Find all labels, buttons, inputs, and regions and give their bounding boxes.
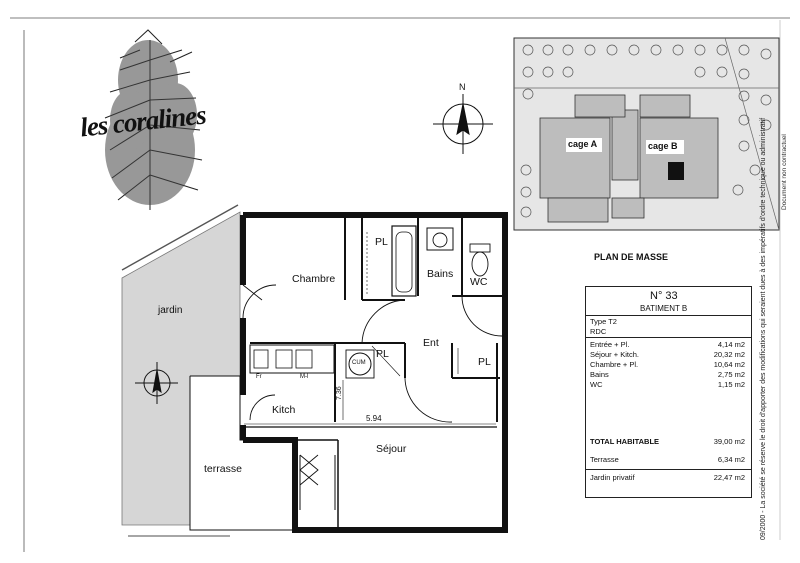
total-area-label: TOTAL HABITABLE — [590, 437, 660, 446]
area-row-value: 2,75 m2 — [717, 370, 745, 379]
room-label-chambre: Chambre — [292, 273, 336, 285]
card-header: N° 33 BATIMENT B — [586, 287, 751, 316]
garden-area — [121, 204, 241, 526]
disclaimer-text: 09/2000 - La société se réserve le droit… — [760, 117, 767, 540]
dimension-depth-label: 7.36 — [336, 386, 343, 400]
appliance-label-fr: Fr — [256, 374, 262, 380]
area-row-value: 1,15 m2 — [717, 380, 745, 389]
site-plan-map — [513, 37, 780, 231]
building-name: BATIMENT B — [640, 304, 688, 313]
area-row-label: Séjour + Kitch. — [590, 350, 639, 359]
area-row-label: Bains — [590, 370, 609, 379]
room-label-jardin: jardin — [158, 305, 183, 316]
apartment-walls — [128, 212, 508, 537]
room-label-entree: Ent — [423, 337, 439, 349]
apartment-type: Type T2 — [590, 317, 617, 326]
compass-north-label: N — [459, 82, 466, 92]
area-row-value: 10,64 m2 — [713, 360, 745, 369]
apartment-number: N° 33 — [650, 290, 678, 302]
appliance-label-ml: M-l — [300, 374, 309, 380]
garden-area-value: 22,47 m2 — [713, 473, 745, 482]
dimension-width-label: 5.94 — [366, 414, 382, 423]
area-row-value: 4,14 m2 — [717, 340, 745, 349]
room-label-sejour: Séjour — [376, 443, 407, 455]
disclaimer-text-secondary: Document non contractuel — [781, 134, 788, 210]
terrace-area-value: 6,34 m2 — [717, 455, 745, 464]
apartment-level: RDC — [590, 327, 607, 336]
room-label-pl-entree: PL — [376, 348, 389, 360]
room-label-kitchen: Kitch — [272, 404, 296, 416]
room-label-terrasse: terrasse — [204, 463, 242, 475]
apartment-info-card: N° 33 BATIMENT B Type T2 RDC Entrée + Pl… — [585, 286, 752, 498]
room-label-pl-chambre: PL — [375, 236, 388, 248]
terrace-area-label: Terrasse — [590, 455, 619, 464]
room-label-bains: Bains — [427, 268, 454, 280]
area-row-label: Entrée + Pl. — [590, 340, 630, 349]
compass-rose-garden — [135, 362, 178, 404]
total-area-value: 39,00 m2 — [713, 437, 745, 446]
site-plan-cage-a: cage A — [568, 139, 598, 149]
card-divider — [586, 469, 751, 470]
appliance-label-cum: CUM — [352, 360, 366, 366]
site-plan-title: PLAN DE MASSE — [594, 252, 669, 262]
compass-rose-top — [433, 94, 493, 154]
area-row-label: Chambre + Pl. — [590, 360, 639, 369]
room-label-wc: WC — [470, 276, 488, 288]
area-row-value: 20,32 m2 — [713, 350, 745, 359]
site-plan-cage-b: cage B — [648, 141, 678, 151]
garden-area-label: Jardin privatif — [590, 473, 635, 482]
area-row-label: WC — [590, 380, 603, 389]
card-divider — [586, 337, 751, 338]
tree-foliage — [105, 40, 197, 205]
room-label-pl-sejour: PL — [478, 356, 491, 368]
